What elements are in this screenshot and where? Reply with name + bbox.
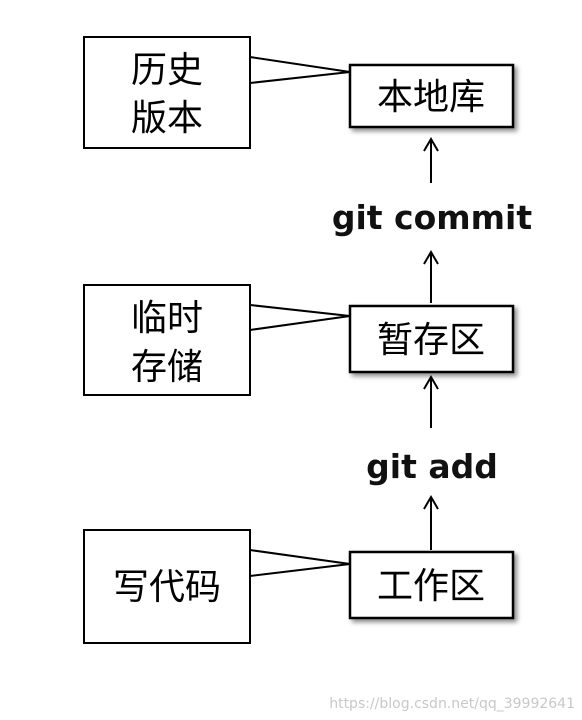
arrow-add-lower bbox=[423, 495, 439, 550]
note-repo: 历史 版本 bbox=[83, 36, 351, 149]
callout-pointer-workspace bbox=[249, 549, 351, 577]
callout-pointer-repo bbox=[249, 56, 351, 84]
command-label-commit: git commit bbox=[332, 198, 533, 237]
watermark-url: https://blog.csdn.net/qq_39992641 bbox=[329, 696, 575, 712]
note-workspace: 写代码 bbox=[83, 529, 351, 644]
arrow-commit-upper bbox=[423, 137, 439, 183]
stage-label-staging: 暂存区 bbox=[377, 320, 485, 361]
callout-pointer-staging bbox=[249, 304, 351, 331]
note-repo-line-2: 版本 bbox=[131, 98, 203, 139]
note-workspace-line-1: 写代码 bbox=[113, 567, 221, 608]
note-staging-line-2: 存储 bbox=[131, 347, 203, 388]
arrow-commit-lower bbox=[423, 250, 439, 303]
stage-label-workspace: 工作区 bbox=[377, 566, 485, 607]
stage-box-repo: 本地库 bbox=[348, 63, 515, 129]
note-staging: 临时 存储 bbox=[83, 284, 351, 396]
stage-box-workspace: 工作区 bbox=[348, 550, 515, 620]
command-label-add: git add bbox=[366, 447, 498, 486]
arrow-add-upper bbox=[423, 375, 439, 428]
stage-label-repo: 本地库 bbox=[377, 77, 485, 118]
note-staging-line-1: 临时 bbox=[131, 298, 203, 339]
stage-box-staging: 暂存区 bbox=[348, 304, 515, 374]
note-repo-line-1: 历史 bbox=[131, 50, 203, 91]
